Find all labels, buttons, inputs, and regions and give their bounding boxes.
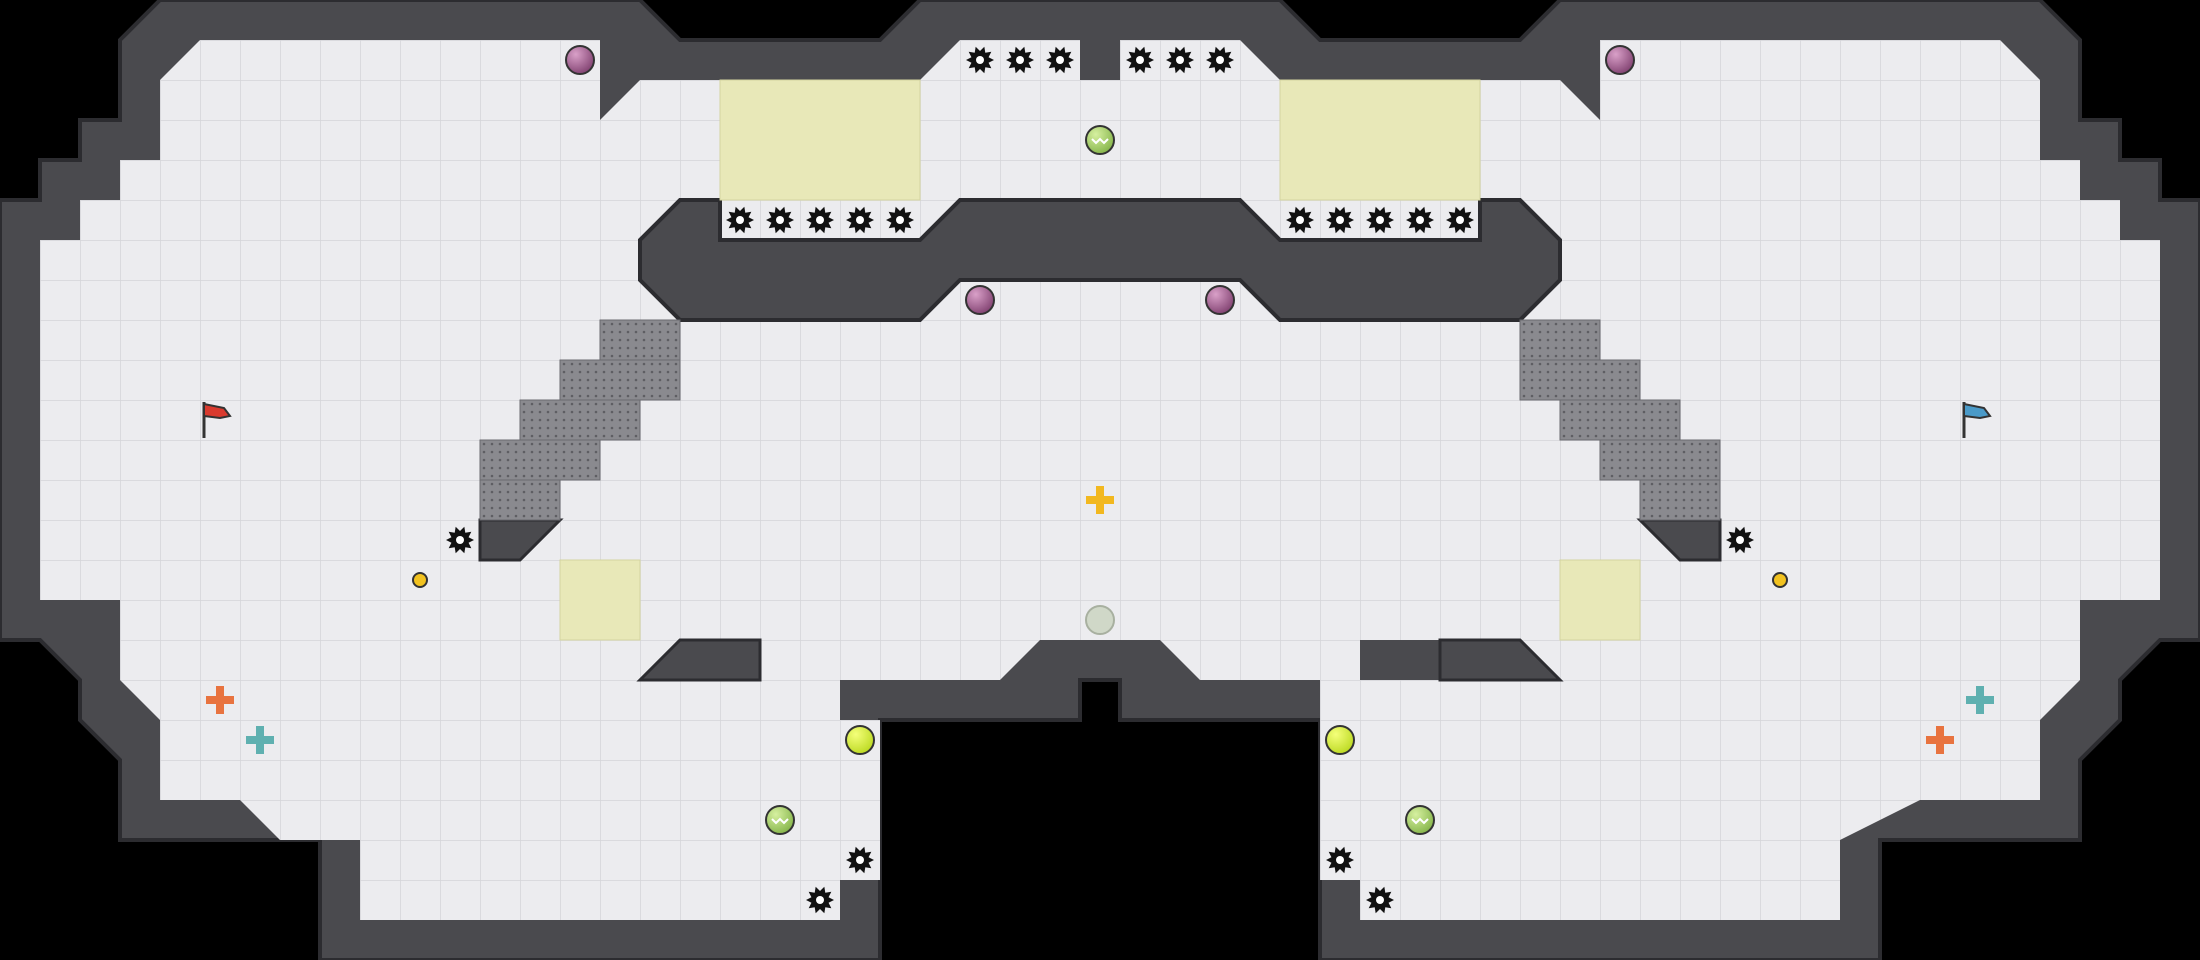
portal-icon [1085, 605, 1115, 635]
spike-icon [1366, 206, 1394, 234]
bottom-right-bump [1438, 638, 1564, 682]
spike-icon [726, 206, 754, 234]
powerups [206, 486, 1994, 754]
boost-icon [845, 725, 875, 755]
boost-icon [1325, 725, 1355, 755]
red-powerup-icon [206, 686, 234, 714]
dot-icon [412, 572, 428, 588]
spike-icon [966, 46, 994, 74]
dot-icon [1772, 572, 1788, 588]
spike-icon [1046, 46, 1074, 74]
spike-icon [446, 526, 474, 554]
boost-tiles [559, 79, 1641, 641]
blue-flag-icon [1962, 402, 1992, 438]
team-boost-icon [765, 805, 795, 835]
bombs [565, 45, 1635, 315]
team-boost-icon [1405, 805, 1435, 835]
gate-blocks-right [1519, 319, 1721, 521]
spikes [446, 46, 1754, 914]
spike-icon [1126, 46, 1154, 74]
team-boost-icon [1085, 125, 1115, 155]
spike-icon [806, 886, 834, 914]
red-powerup-icon [1926, 726, 1954, 754]
bomb-icon [1605, 45, 1635, 75]
spike-icon [1166, 46, 1194, 74]
spike-icon [1326, 206, 1354, 234]
spike-icon [806, 206, 834, 234]
spike-icon [1206, 46, 1234, 74]
spike-icon [846, 846, 874, 874]
bomb-icon [1205, 285, 1235, 315]
boosts [845, 725, 1355, 755]
bottom-left-bump [636, 638, 762, 682]
inner-wall-bar [638, 198, 1562, 322]
spike-icon [766, 206, 794, 234]
spike-icon [1286, 206, 1314, 234]
spike-icon [1726, 526, 1754, 554]
neutral-powerup-icon [1086, 486, 1114, 514]
blue-powerup-icon [1966, 686, 1994, 714]
spike-icon [1366, 886, 1394, 914]
red-flag-icon [202, 402, 232, 438]
spike-icon [846, 206, 874, 234]
team-boosts [765, 125, 1435, 835]
spike-icon [1406, 206, 1434, 234]
blue-powerup-icon [246, 726, 274, 754]
gate-blocks-left [479, 319, 681, 521]
spike-icon [1326, 846, 1354, 874]
spike-icon [1006, 46, 1034, 74]
floor [40, 40, 2160, 920]
spike-icon [1446, 206, 1474, 234]
bomb-icon [965, 285, 995, 315]
spike-icon [886, 206, 914, 234]
small-pickups [412, 572, 1788, 588]
bomb-icon [565, 45, 595, 75]
